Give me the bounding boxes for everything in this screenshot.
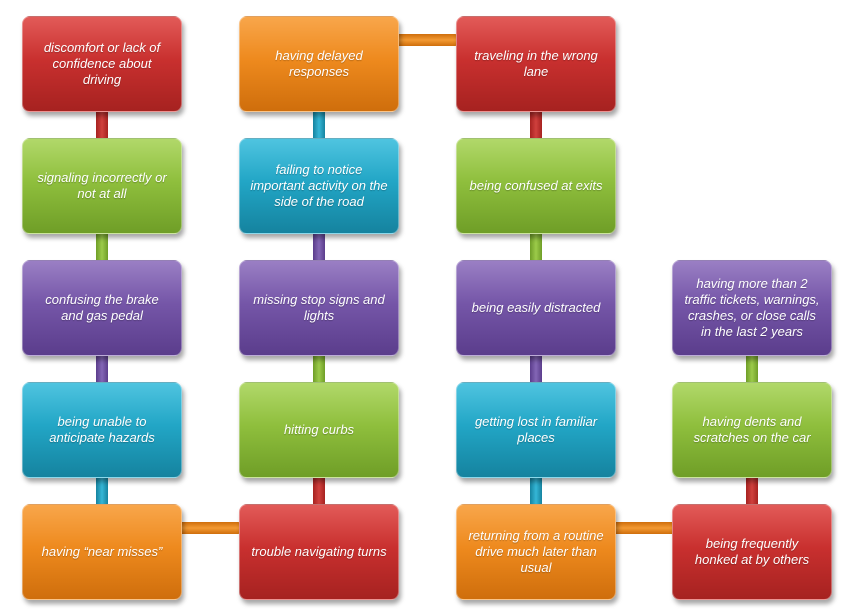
node-14-label: getting lost in familiar places xyxy=(474,414,598,445)
node-17-label: having dents and scratches on the car xyxy=(693,414,811,445)
connector-4-5 xyxy=(96,476,108,510)
node-9-label: failing to notice important activity on … xyxy=(250,162,388,209)
node-15-label: returning from a routine drive much late… xyxy=(468,528,604,575)
connector-17-18 xyxy=(746,354,758,388)
connector-13-14 xyxy=(530,354,542,388)
connector-15-16 xyxy=(614,522,674,534)
connector-7-8 xyxy=(313,354,325,388)
node-1-label: discomfort or lack of confidence about d… xyxy=(43,40,161,87)
node-2-label: signaling incorrectly or not at all xyxy=(37,170,167,201)
connector-12-13 xyxy=(530,232,542,266)
node-6: trouble navigating turns xyxy=(239,504,399,600)
node-11-label: traveling in the wrong lane xyxy=(474,48,598,79)
node-15: returning from a routine drive much late… xyxy=(456,504,616,600)
connector-9-10 xyxy=(313,110,325,144)
node-18: having more than 2 traffic tickets, warn… xyxy=(672,260,832,356)
connector-11-12 xyxy=(530,110,542,144)
node-3: confusing the brake and gas pedal xyxy=(22,260,182,356)
connector-6-7 xyxy=(313,476,325,510)
node-6-label: trouble navigating turns xyxy=(251,544,387,559)
node-13-label: being easily distracted xyxy=(471,300,601,315)
node-18-label: having more than 2 traffic tickets, warn… xyxy=(684,276,820,339)
node-1: discomfort or lack of confidence about d… xyxy=(22,16,182,112)
node-12: being confused at exits xyxy=(456,138,616,234)
connector-2-3 xyxy=(96,232,108,266)
connector-10-11 xyxy=(397,34,457,46)
node-12-label: being confused at exits xyxy=(469,178,603,193)
connector-3-4 xyxy=(96,354,108,388)
node-9: failing to notice important activity on … xyxy=(239,138,399,234)
node-10-label: having delayed responses xyxy=(275,48,363,79)
node-3-label: confusing the brake and gas pedal xyxy=(45,292,159,323)
node-14: getting lost in familiar places xyxy=(456,382,616,478)
node-2: signaling incorrectly or not at all xyxy=(22,138,182,234)
connector-1-2 xyxy=(96,110,108,144)
connector-5-6 xyxy=(180,522,240,534)
node-16: being frequently honked at by others xyxy=(672,504,832,600)
node-4-label: being unable to anticipate hazards xyxy=(49,414,155,445)
node-7-label: hitting curbs xyxy=(283,422,355,437)
connector-16-17 xyxy=(746,476,758,510)
node-7: hitting curbs xyxy=(239,382,399,478)
node-13: being easily distracted xyxy=(456,260,616,356)
connector-8-9 xyxy=(313,232,325,266)
node-8-label: missing stop signs and lights xyxy=(253,292,385,323)
node-17: having dents and scratches on the car xyxy=(672,382,832,478)
node-10: having delayed responses xyxy=(239,16,399,112)
node-11: traveling in the wrong lane xyxy=(456,16,616,112)
node-5: having “near misses” xyxy=(22,504,182,600)
node-16-label: being frequently honked at by others xyxy=(694,536,810,567)
node-5-label: having “near misses” xyxy=(41,544,163,559)
node-8: missing stop signs and lights xyxy=(239,260,399,356)
connector-14-15 xyxy=(530,476,542,510)
node-4: being unable to anticipate hazards xyxy=(22,382,182,478)
